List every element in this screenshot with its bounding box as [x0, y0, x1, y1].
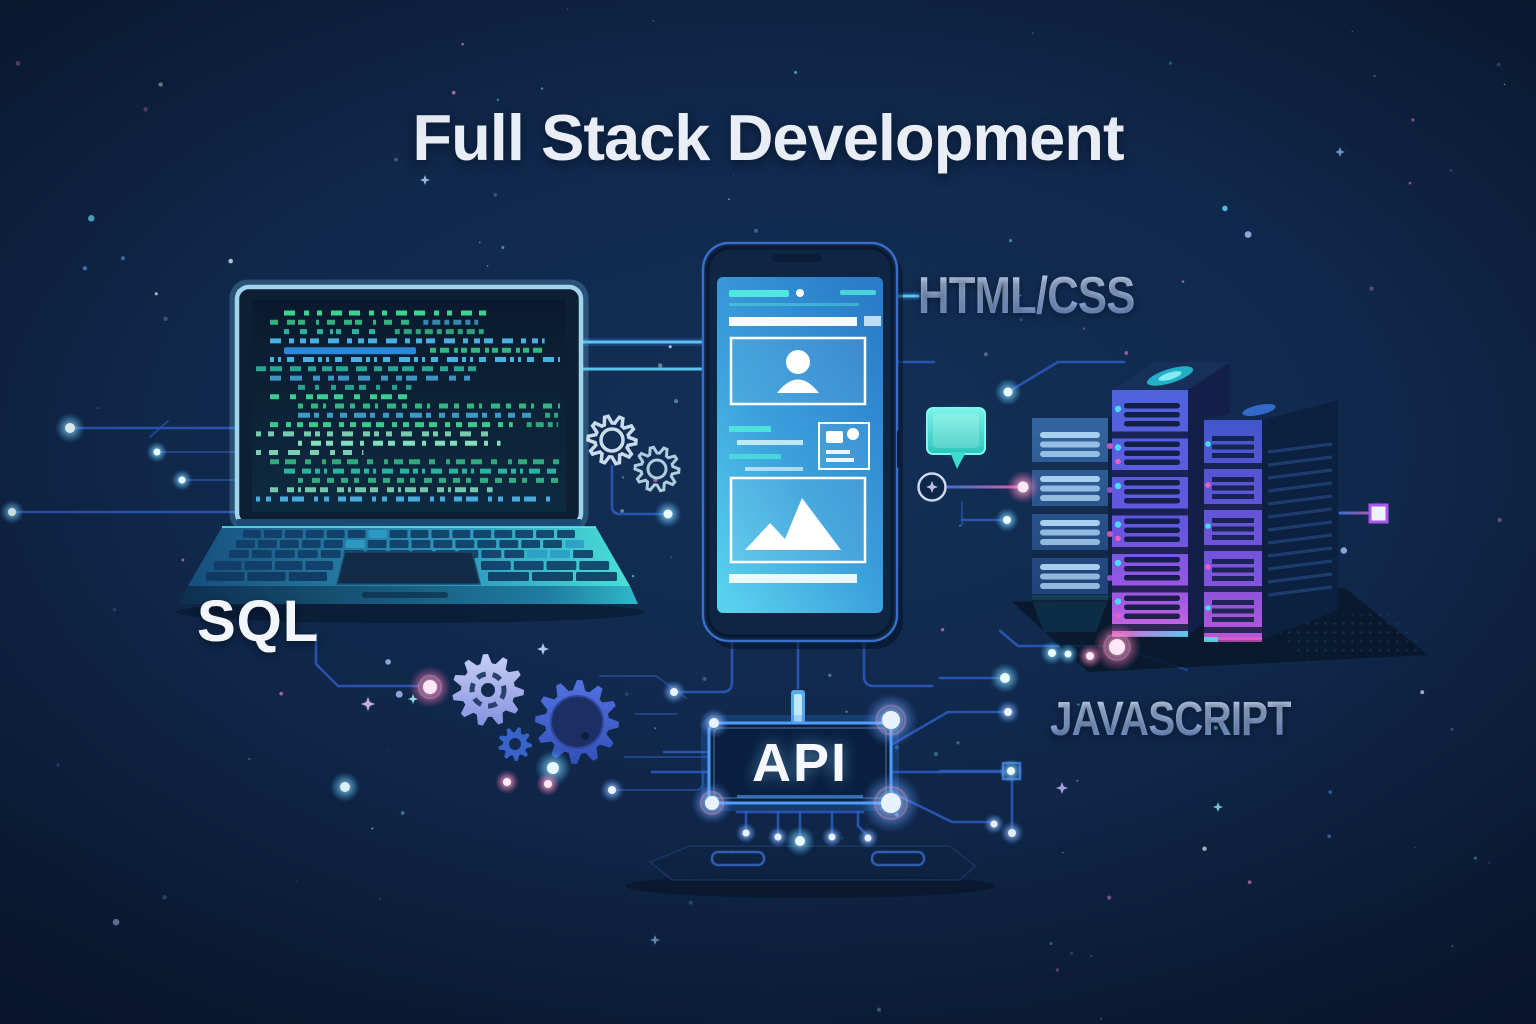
label-api: API — [751, 733, 849, 793]
label-html-css: HTML/CSS — [918, 267, 1135, 325]
chat-bubble-icon — [921, 402, 991, 469]
api-dock — [625, 845, 995, 898]
label-javascript: JAVASCRIPT — [1050, 693, 1292, 746]
gears-icon — [452, 654, 619, 764]
smartphone-app-illustration — [701, 241, 903, 649]
laptop-code-illustration — [175, 279, 645, 623]
server-rack-illustration — [1012, 362, 1428, 672]
label-sql: SQL — [197, 589, 320, 654]
gears-outline-icon — [586, 414, 681, 493]
page-title: Full Stack Development — [412, 100, 1124, 174]
